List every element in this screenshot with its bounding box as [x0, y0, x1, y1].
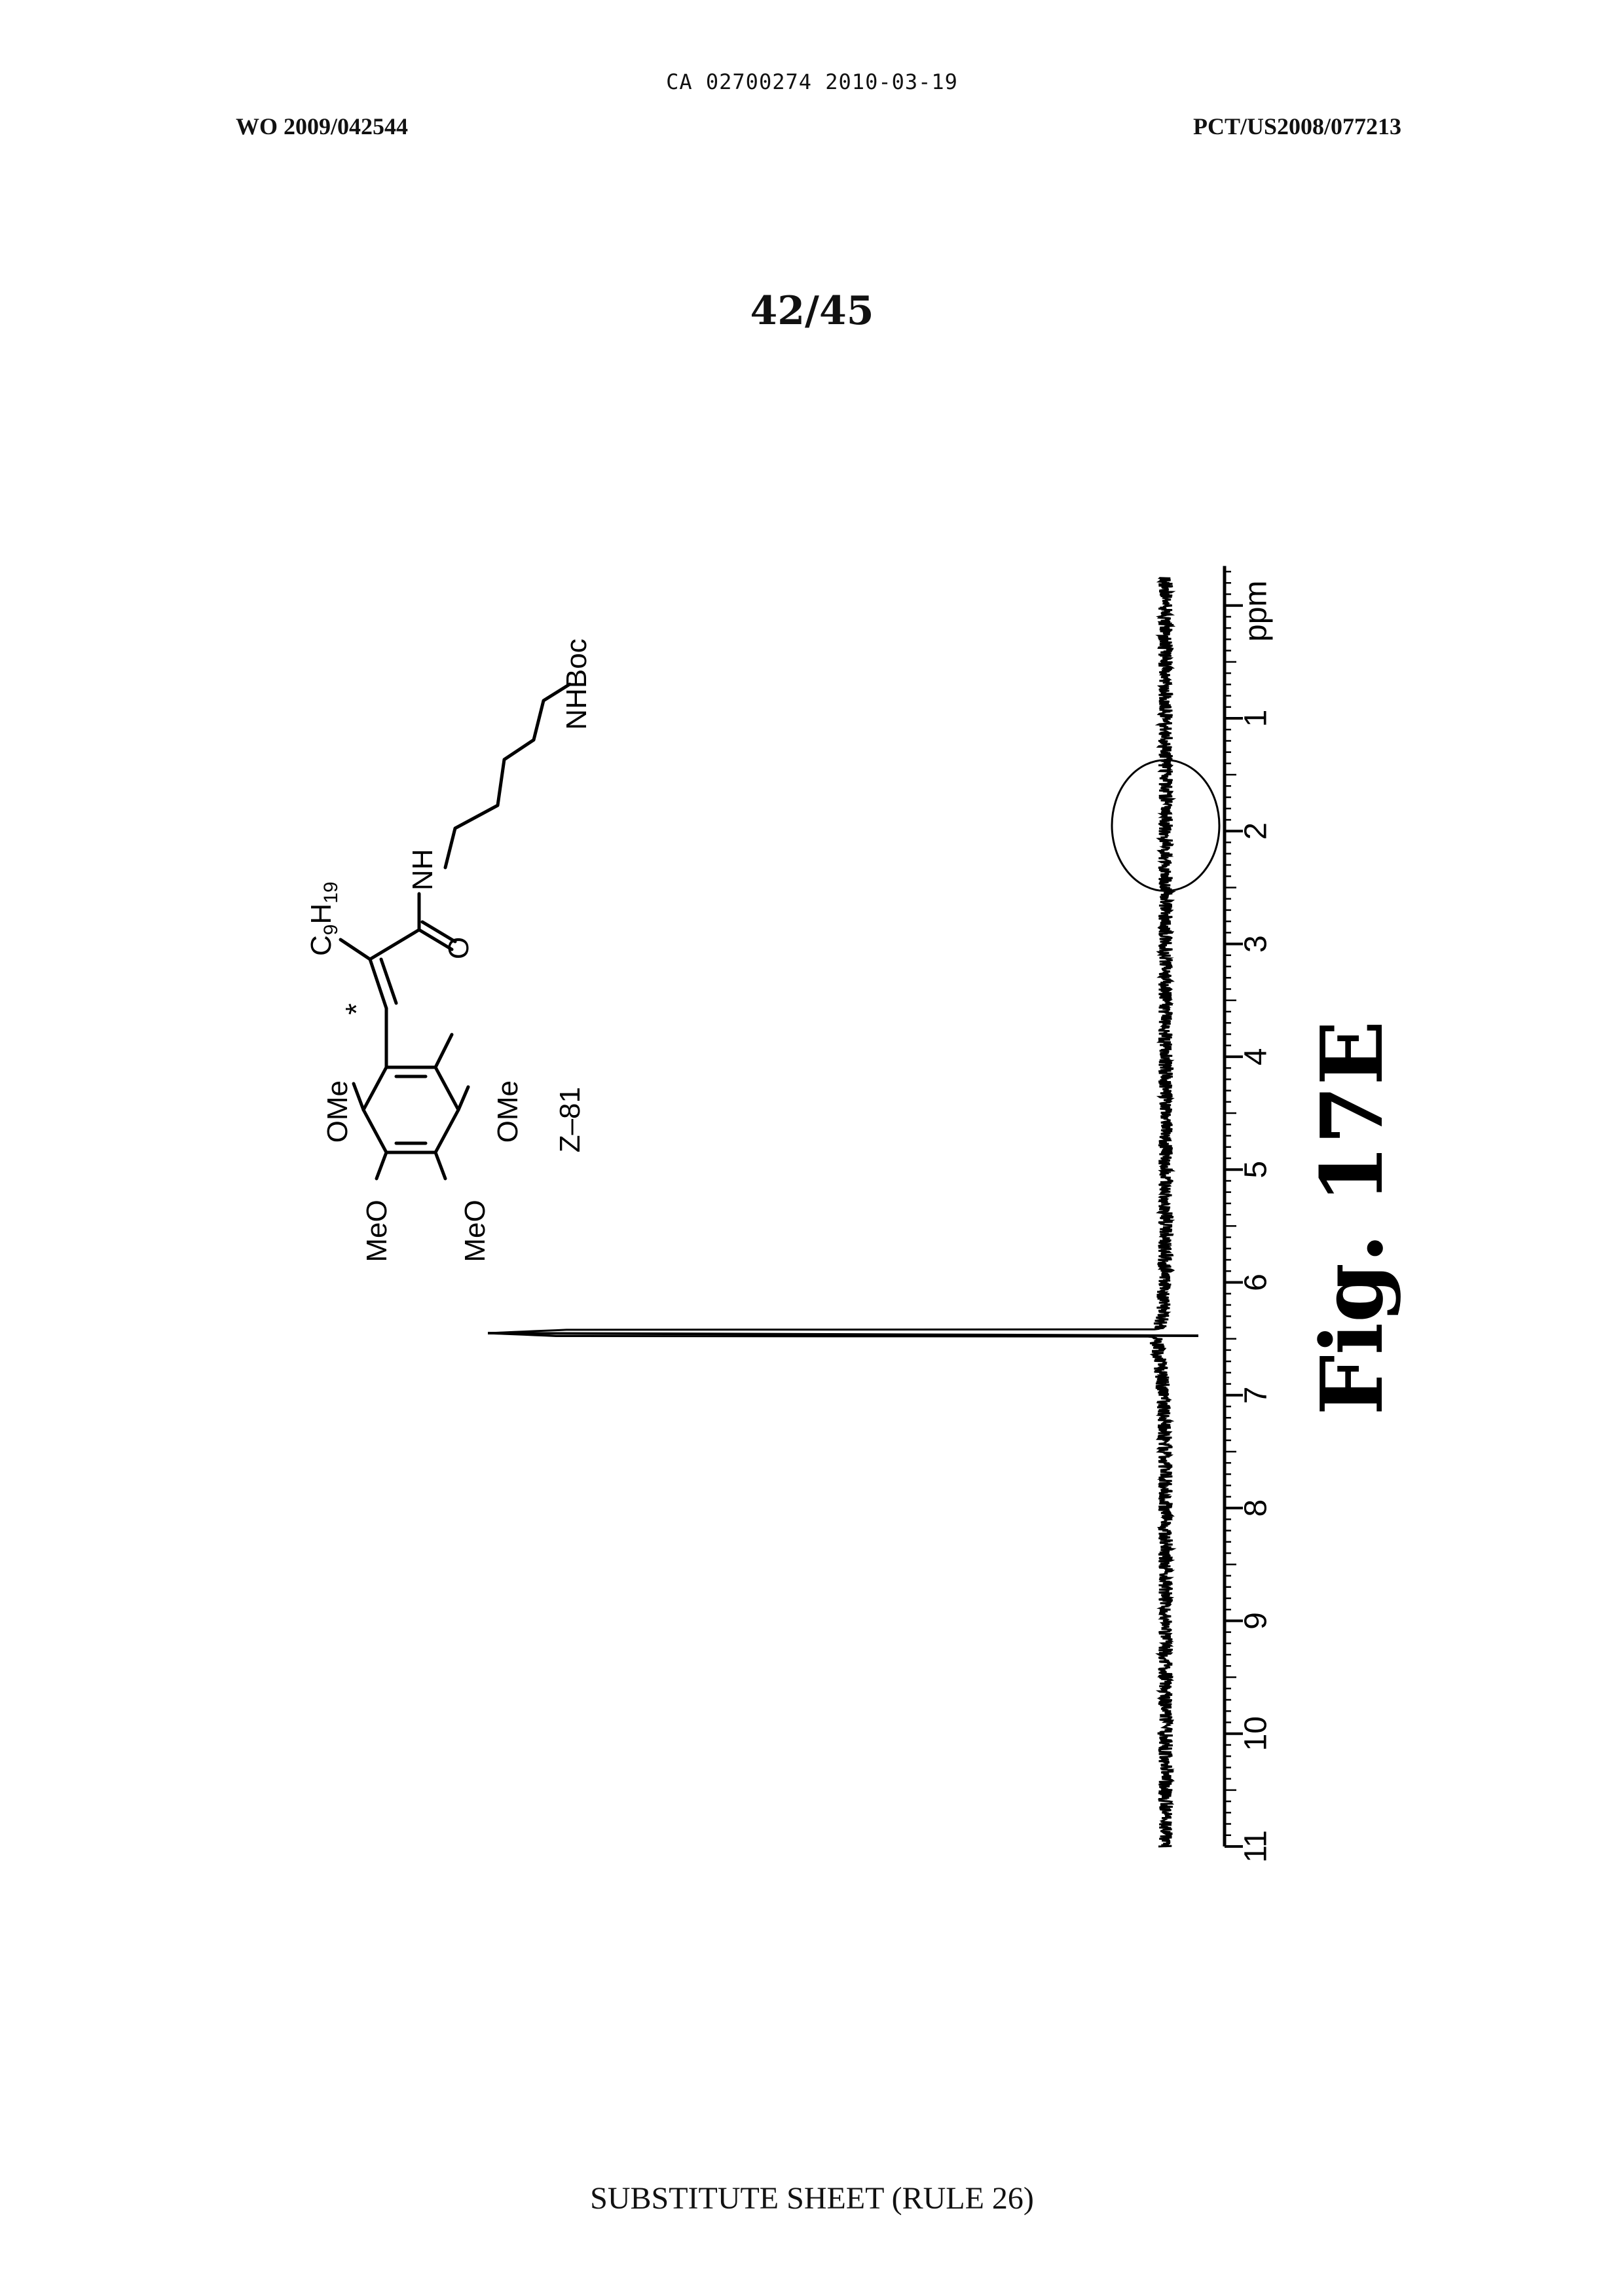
c9h19-label: C9H19 [305, 881, 342, 956]
nmr-spectrum [488, 578, 1219, 1846]
tick-label: 8 [1239, 1499, 1274, 1517]
methyl-bond [435, 1035, 452, 1067]
figure-label: Fig. 17E [1302, 1020, 1402, 1415]
ome-label-1: OMe [322, 1080, 354, 1143]
spectrum-trace [493, 578, 1173, 1846]
axis-unit-label: ppm [1239, 581, 1274, 642]
tick-label: 6 [1239, 1274, 1274, 1291]
meo-bond-2 [435, 1152, 445, 1179]
tick-label: 10 [1239, 1716, 1274, 1751]
tick-label: 7 [1239, 1386, 1274, 1404]
ome-label-2: OMe [492, 1080, 524, 1143]
tick-label: 4 [1239, 1048, 1274, 1066]
meo-bond-1 [377, 1152, 386, 1179]
nh-label: NH [407, 849, 439, 890]
ome-bond-1 [354, 1084, 363, 1110]
tick-label: 11 [1239, 1830, 1274, 1863]
tick-label: 1 [1239, 710, 1274, 727]
alkyl-bond [341, 940, 370, 959]
ome-bond-2 [458, 1087, 468, 1110]
stereo-star: * [339, 1003, 373, 1015]
compound-label: Z–81 [554, 1087, 586, 1152]
carbonyl-carbon-bond [370, 930, 419, 959]
chemical-structure-z81: OMe OMe MeO MeO Z–81 * C9H19 NH O NHBoc [305, 638, 593, 1262]
hexyl-chain [445, 684, 570, 868]
tick-label: 2 [1239, 822, 1274, 840]
ppm-axis: 11 10 9 8 7 6 5 4 3 2 1 ppm [1225, 566, 1274, 1863]
tick-label: 5 [1239, 1161, 1274, 1179]
meo-label-2: MeO [459, 1200, 491, 1262]
aromatic-ring [363, 1067, 458, 1152]
tick-label: 3 [1239, 935, 1274, 953]
tick-label: 9 [1239, 1612, 1274, 1630]
meo-label-1: MeO [361, 1200, 393, 1262]
nhboc-label: NHBoc [561, 638, 593, 729]
oxygen-label: O [443, 937, 475, 959]
